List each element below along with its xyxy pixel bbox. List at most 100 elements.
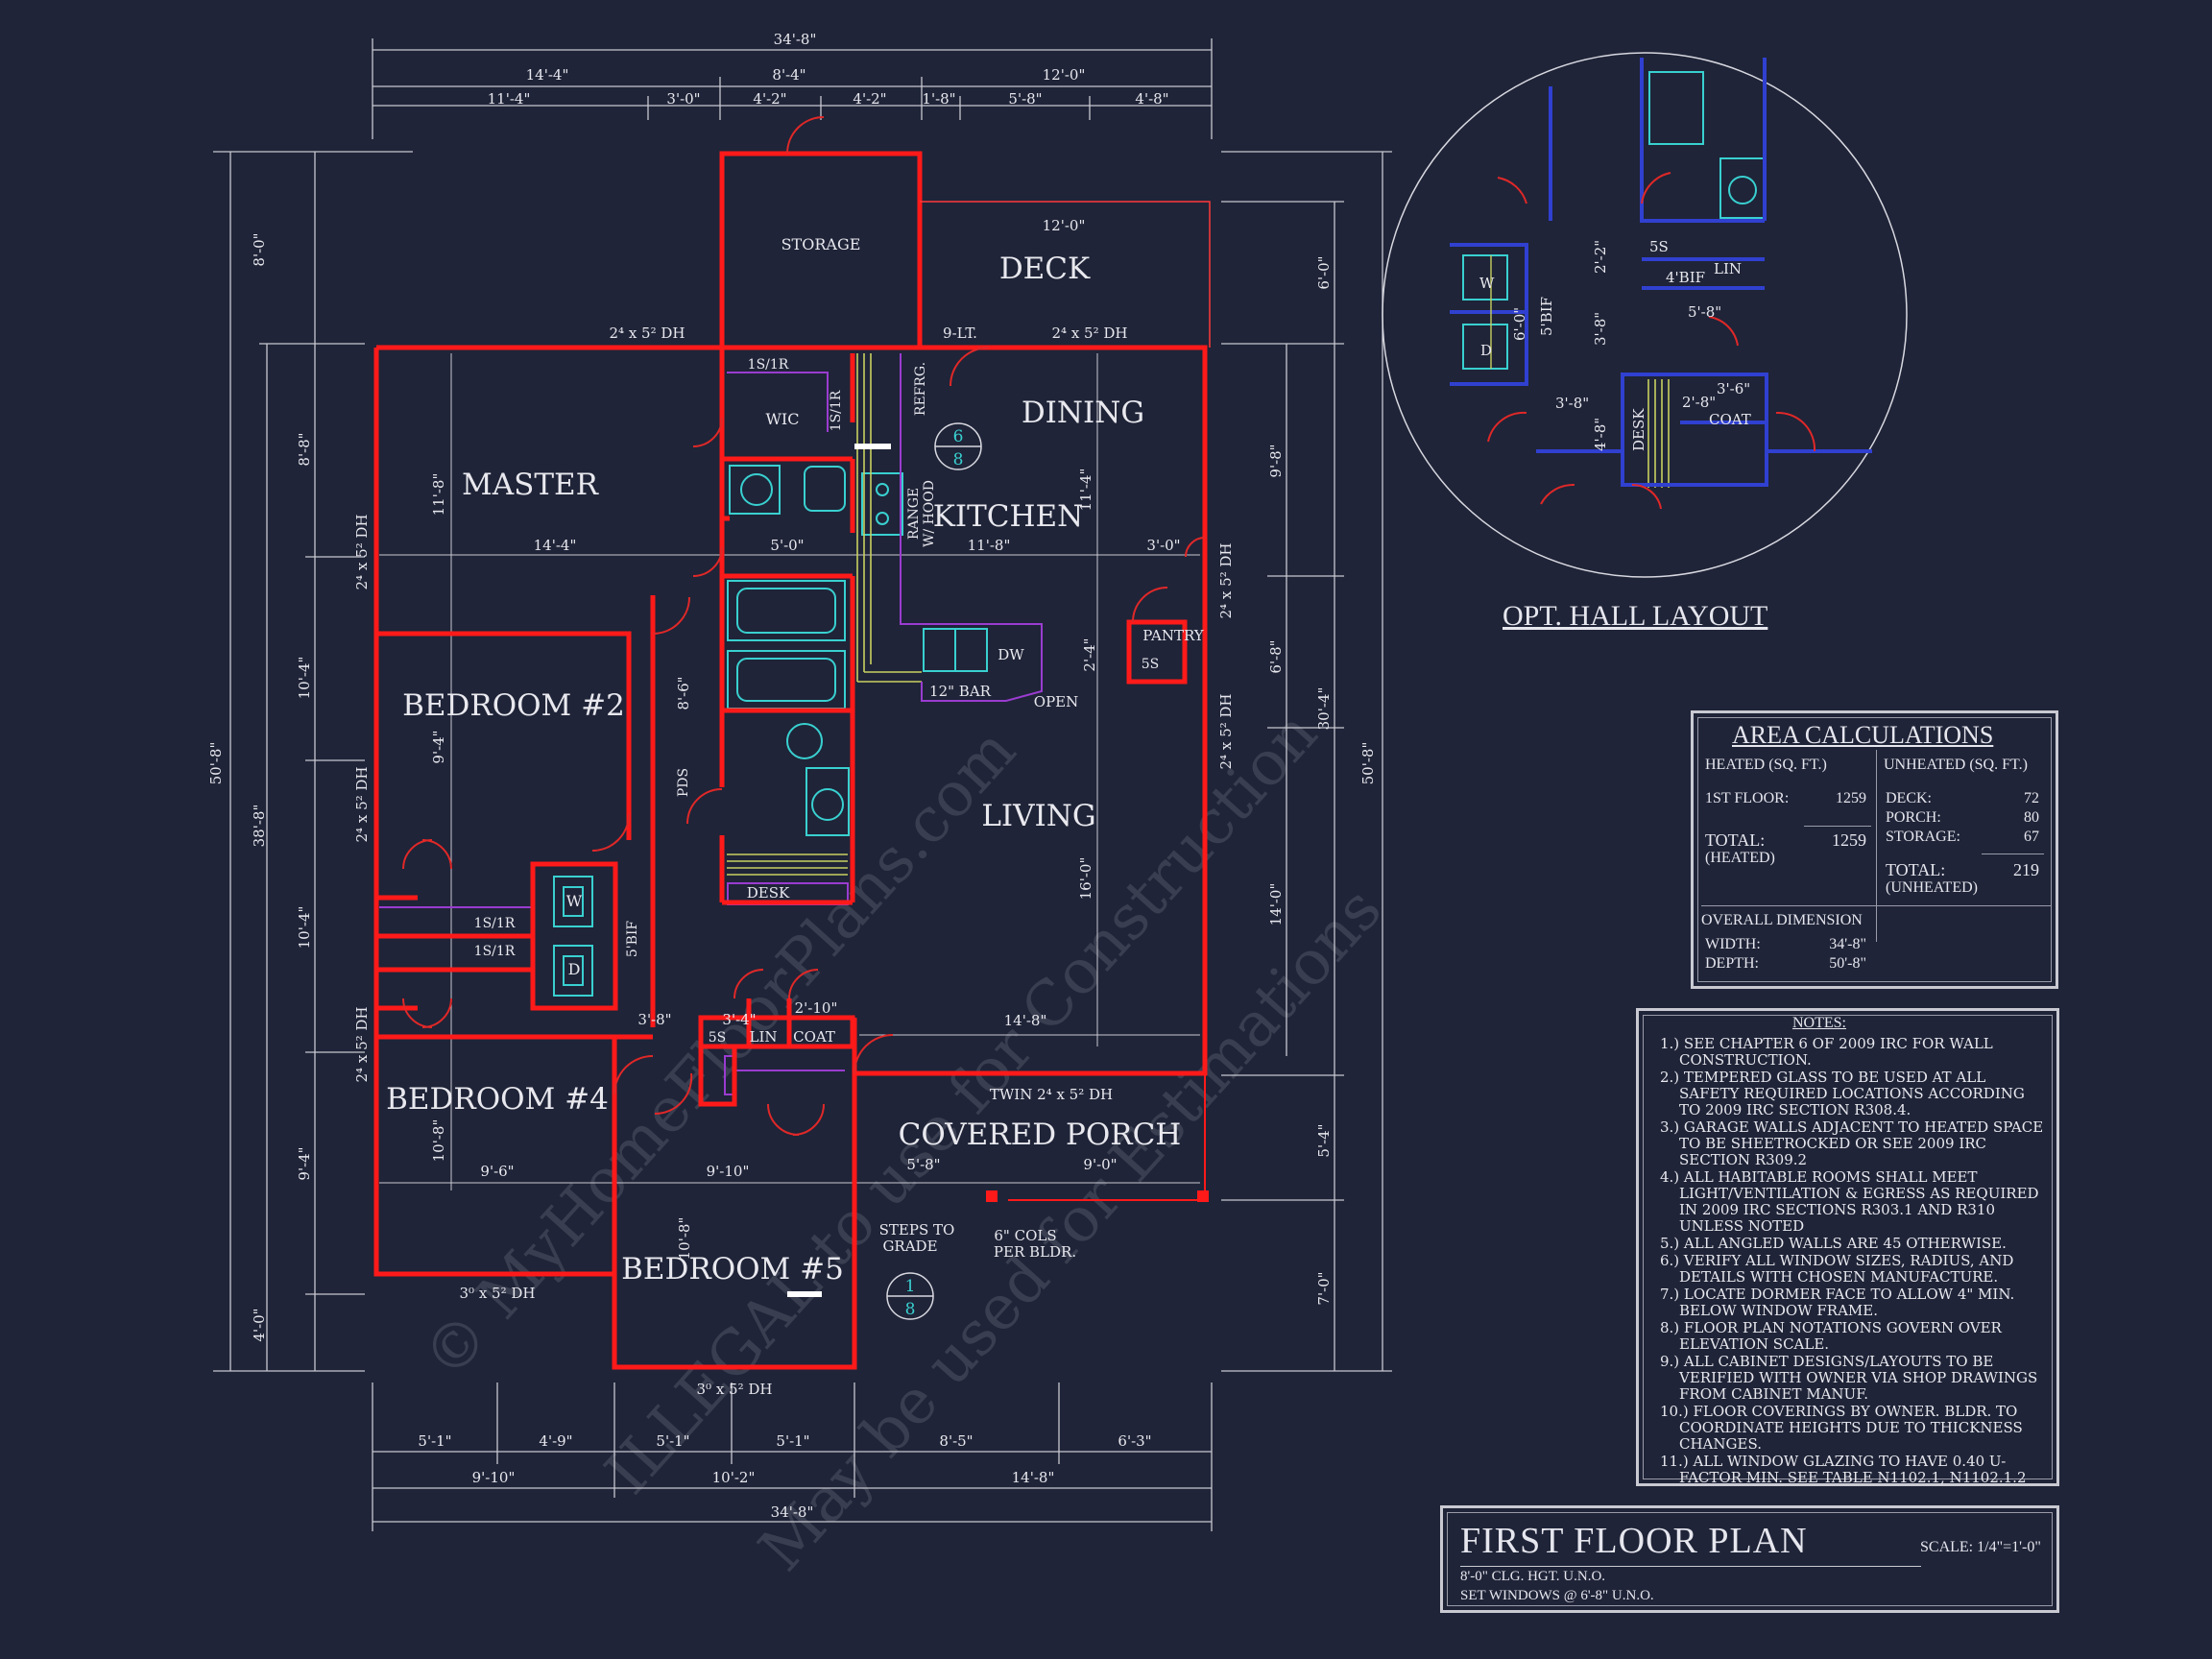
opt-d-label: D — [1480, 342, 1492, 359]
dim-left-subtotal: 38'-8" — [251, 805, 268, 848]
room-bedroom-4: BEDROOM #4 — [386, 1082, 609, 1117]
opt-hall-layout — [1382, 52, 1908, 578]
label-s1-2: 1S/1R — [474, 916, 516, 931]
room-master: MASTER — [462, 468, 600, 502]
dim-master-h: 11'-8" — [430, 473, 447, 517]
notes-box: NOTES: 1.) SEE CHAPTER 6 OF 2009 IRC FOR… — [1636, 1008, 2059, 1486]
dim-hall-a: 3'-8" — [637, 1011, 671, 1028]
dim-top-1: 14'-4" — [526, 66, 569, 84]
dim-left-3: 10'-4" — [296, 657, 313, 700]
opt-coat-label: COAT — [1709, 411, 1751, 428]
room-living: LIVING — [981, 799, 1095, 833]
label-hood: W/ HOOD — [922, 480, 937, 547]
width-label: WIDTH: — [1705, 936, 1761, 952]
dim-left-1: 8'-0" — [251, 232, 268, 266]
room-labels: MASTER BEDROOM #2 BEDROOM #4 BEDROOM #5 … — [386, 235, 1205, 1286]
dim-bed5-w: 9'-10" — [707, 1163, 750, 1180]
interior-dimension-lines — [379, 353, 1200, 1368]
dim-top-r2-5: 1'-8" — [922, 90, 955, 108]
fixtures — [553, 71, 1765, 997]
label-ss-1: 5S — [1142, 657, 1160, 672]
dim-left-4: 10'-4" — [296, 906, 313, 950]
section-1-bottom: 8 — [953, 450, 964, 469]
dim-right-4: 14'-0" — [1267, 883, 1285, 926]
width-value: 34'-8" — [1829, 936, 1866, 952]
total-unheated-label: TOTAL: — [1886, 860, 1946, 879]
porch-value: 80 — [2024, 809, 2039, 826]
opt-dim-6: 4'-8" — [1592, 418, 1609, 451]
room-lin: LIN — [749, 1028, 777, 1046]
label-cols-2: PER BLDR. — [994, 1243, 1076, 1261]
section-2-top: 1 — [905, 1277, 916, 1296]
window-label-bottom-mid: 3⁰ x 5² DH — [697, 1381, 773, 1398]
total-heated-label: TOTAL: — [1705, 830, 1766, 850]
note-item: 3.) GARAGE WALLS ADJACENT TO HEATED SPAC… — [1660, 1118, 2044, 1168]
dim-bottom-4: 5'-1" — [776, 1432, 809, 1450]
deck-label: DECK: — [1886, 790, 1932, 806]
dim-bottom-1: 5'-1" — [418, 1432, 451, 1450]
first-floor-value: 1259 — [1836, 790, 1866, 806]
first-floor-label: 1ST FLOOR: — [1705, 790, 1790, 806]
window-label-top-right: 2⁴ x 5² DH — [1052, 325, 1128, 342]
label-refrg: REFRG. — [913, 362, 928, 416]
room-bedroom-2: BEDROOM #2 — [402, 688, 625, 723]
dim-top-r2-7: 4'-8" — [1135, 90, 1168, 108]
dim-top-2: 8'-4" — [772, 66, 805, 84]
section-1-top: 6 — [953, 427, 964, 446]
label-s1-1: 1S/1R — [748, 357, 789, 373]
dim-left-6: 4'-0" — [251, 1308, 268, 1341]
dim-kitchen-w: 11'-8" — [968, 537, 1011, 554]
interior-dimensions: 14'-4" 11'-8" 3'-0" 5'-0" 12'-0" 14'-8" … — [430, 217, 1181, 1260]
opt-dim-4: 2'-2" — [1592, 240, 1609, 274]
opt-lin-label: LIN — [1714, 260, 1742, 277]
dim-kitchen-h: 11'-4" — [1077, 469, 1094, 512]
storage-label: STORAGE: — [1886, 829, 1960, 845]
notes-list: 1.) SEE CHAPTER 6 OF 2009 IRC FOR WALL C… — [1660, 1036, 2049, 1487]
window-label-bottom-left: 3⁰ x 5² DH — [460, 1285, 536, 1302]
dim-left-5: 9'-4" — [296, 1146, 313, 1180]
label-steps-2: GRADE — [882, 1238, 937, 1255]
dim-hall-c: 2'-10" — [795, 999, 838, 1017]
room-deck: DECK — [999, 252, 1091, 286]
dim-right-subtotal: 30'-4" — [1315, 687, 1333, 731]
dim-bed4-w: 9'-6" — [480, 1163, 514, 1180]
note-item: 7.) LOCATE DORMER FACE TO ALLOW 4" MIN. … — [1660, 1286, 2015, 1319]
dim-right-2: 9'-8" — [1267, 444, 1285, 477]
unheated-header: UNHEATED (SQ. FT.) — [1884, 757, 2028, 773]
label-dw: DW — [998, 646, 1024, 663]
room-wic: WIC — [765, 410, 799, 428]
notes-title: NOTES: — [1792, 1015, 1846, 1031]
opt-dim-5: 6'-0" — [1511, 307, 1528, 341]
dim-bottom-r2-3: 14'-8" — [1012, 1469, 1055, 1486]
dim-left-total: 50'-8" — [207, 742, 225, 785]
depth-label: DEPTH: — [1705, 955, 1759, 972]
title-block: FIRST FLOOR PLAN SCALE: 1/4"=1'-0" 8'-0"… — [1440, 1505, 2059, 1613]
label-steps-1: STEPS TO — [879, 1221, 955, 1238]
window-label-left-1: 2⁴ x 5² DH — [353, 515, 371, 590]
area-title: AREA CALCULATIONS — [1732, 721, 1994, 749]
subnote-ceiling: 8'-0" CLG. HGT. U.N.O. — [1460, 1569, 1606, 1584]
section-markers — [886, 422, 982, 1320]
note-item: 6.) VERIFY ALL WINDOW SIZES, RADIUS, AND… — [1660, 1252, 2014, 1286]
total-unheated-sub: (UNHEATED) — [1886, 879, 1978, 896]
dim-master-w: 14'-4" — [534, 537, 577, 554]
cabinets — [727, 353, 1670, 876]
label-s1-3: 1S/1R — [474, 944, 516, 959]
opt-dim-7: 3'-8" — [1592, 312, 1609, 346]
label-range: RANGE — [906, 488, 922, 540]
section-2-bottom: 8 — [905, 1300, 916, 1319]
dim-bottom-6: 6'-3" — [1118, 1432, 1151, 1450]
dim-right-1: 6'-0" — [1315, 255, 1333, 289]
opt-dim-8: 2'-8" — [1682, 394, 1716, 411]
room-porch: COVERED PORCH — [899, 1118, 1182, 1152]
dim-top-r2-3: 4'-2" — [753, 90, 786, 108]
room-desk: DESK — [747, 884, 790, 902]
dim-bed4-h: 10'-8" — [430, 1119, 447, 1163]
room-dining: DINING — [1022, 396, 1144, 430]
label-bif: 5'BIF — [625, 921, 640, 958]
room-pantry: PANTRY — [1142, 627, 1205, 644]
label-bar: 12" BAR — [929, 683, 992, 700]
dim-porch-a: 5'-8" — [906, 1156, 940, 1173]
opt-dim-2: 3'-6" — [1717, 380, 1750, 397]
